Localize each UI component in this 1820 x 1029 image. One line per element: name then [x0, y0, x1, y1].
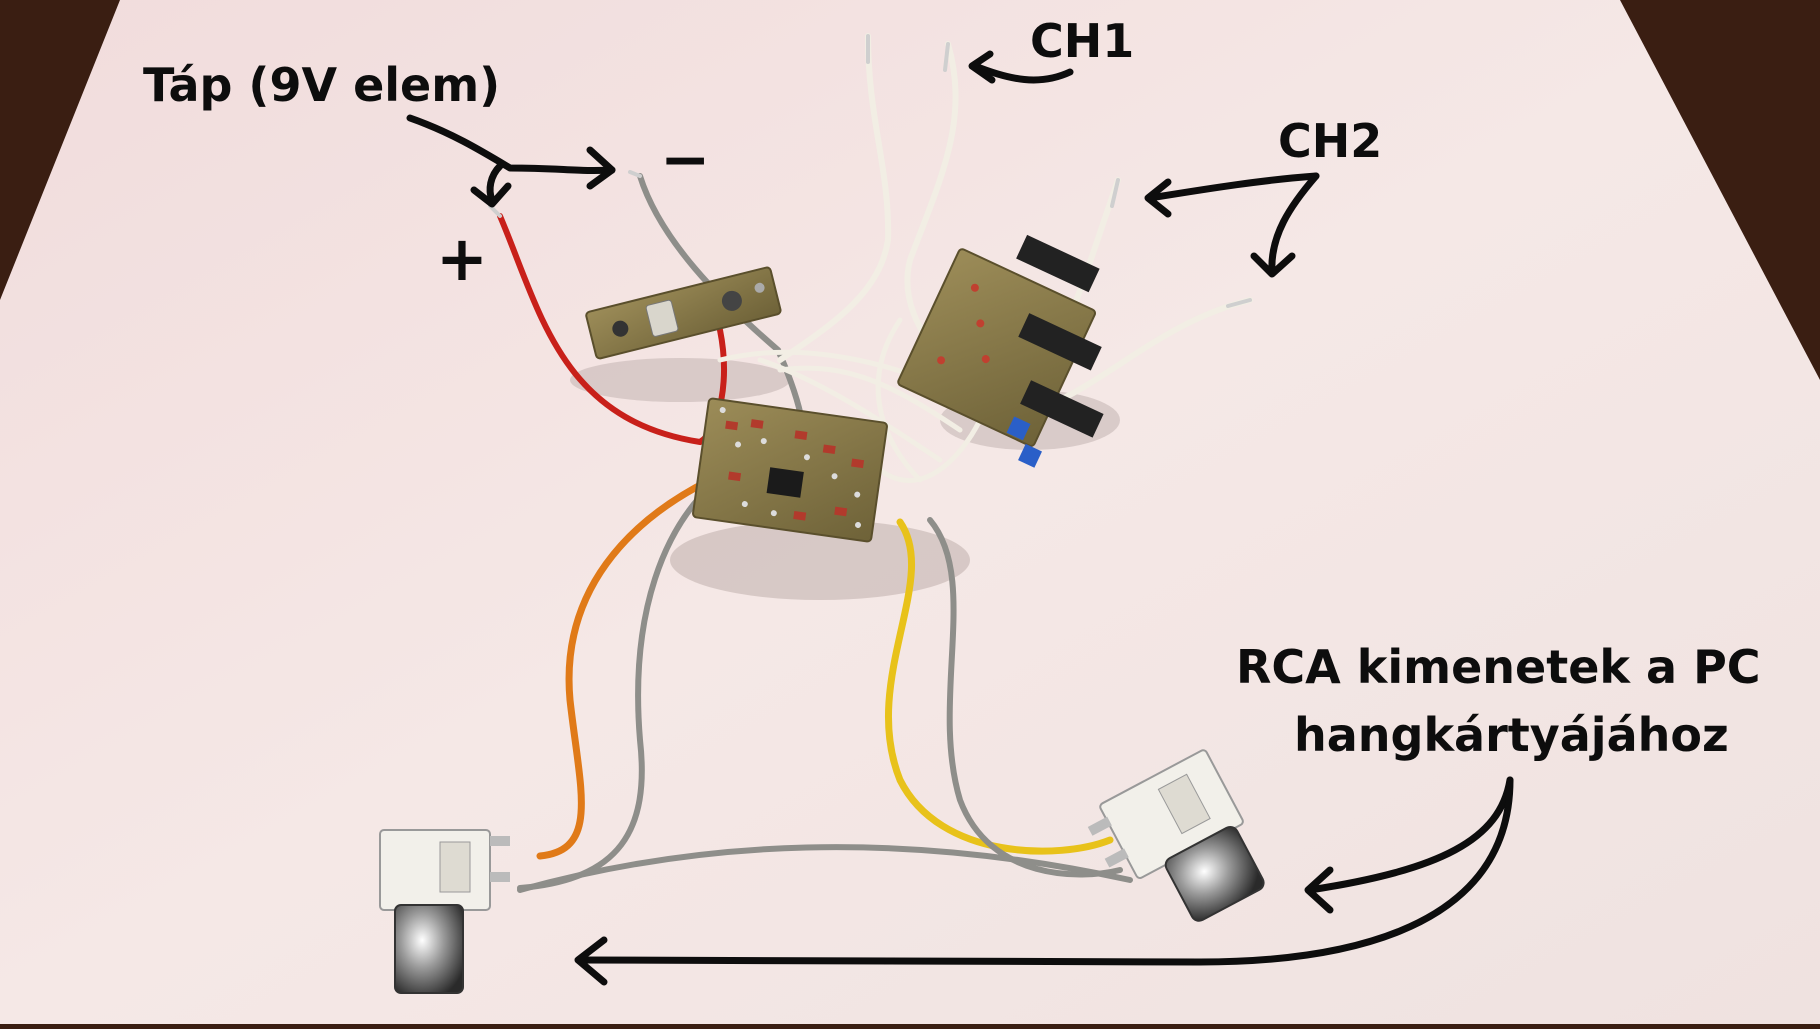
arrow-ch1	[971, 62, 1074, 84]
wire-gray-left	[517, 467, 733, 891]
rca-jack-right	[1087, 749, 1265, 922]
ch1-label: CH1	[1030, 14, 1135, 68]
wire-ch2-b	[1057, 297, 1253, 403]
wire-yellow-right	[884, 518, 1114, 855]
arrow-ch2-left	[1146, 172, 1320, 202]
wire-orange-left	[536, 476, 714, 860]
minus-label: −	[660, 125, 711, 195]
channel-board	[897, 234, 1104, 468]
main-board	[692, 397, 888, 543]
arrow-rca-left	[576, 776, 1514, 966]
arrow-ch2-down	[1268, 172, 1320, 276]
arrow-to-plus	[486, 162, 504, 204]
rca-label-line2: hangkártyájához	[1294, 708, 1729, 762]
wire-tips	[488, 34, 1252, 308]
wire-gray-right	[927, 517, 1123, 878]
arrow-to-minus	[406, 114, 616, 175]
power-board	[585, 266, 782, 360]
wire-red-positive	[497, 213, 727, 446]
rca-jack-left	[379, 829, 510, 994]
annotation-arrows	[406, 50, 1514, 986]
shadow-left-board	[570, 358, 790, 402]
wire-ch1-a	[777, 33, 892, 363]
plus-label: +	[436, 222, 488, 295]
wire-ch1-b	[904, 41, 959, 363]
power-label: Táp (9V elem)	[143, 58, 501, 112]
ch2-label: CH2	[1278, 114, 1383, 168]
shadow-main-board	[670, 520, 970, 600]
rca-label-line1: RCA kimenetek a PC	[1236, 640, 1761, 694]
arrow-rca-right	[1306, 776, 1514, 894]
wire-gray-bridge	[517, 844, 1133, 893]
